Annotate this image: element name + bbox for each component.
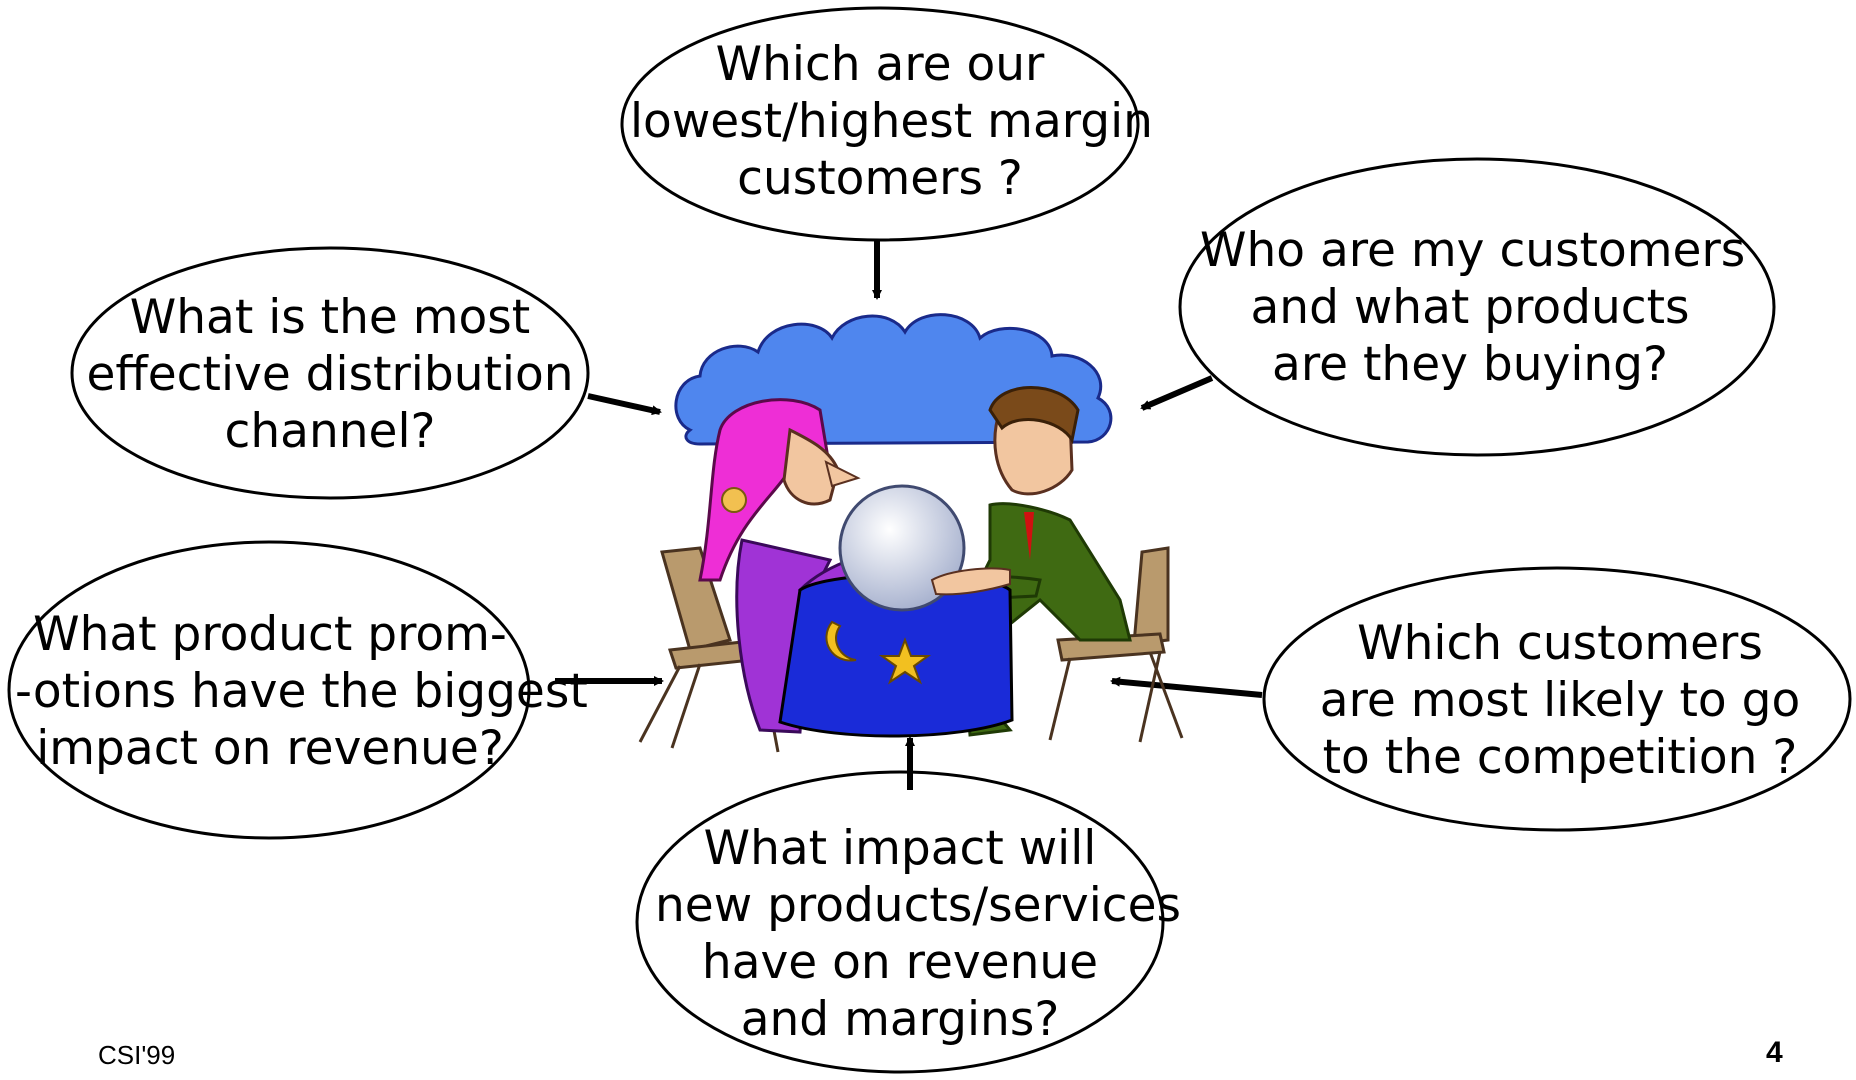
arrow-lower-right — [1110, 676, 1263, 698]
arrow-upper-right — [1140, 375, 1214, 411]
bubble-upper-right — [1178, 157, 1776, 457]
question-lower-right: Which customers are most likely to go to… — [1300, 615, 1820, 786]
fortune-teller-illustration — [638, 313, 1184, 753]
question-top-line-3: customers ? — [737, 151, 1023, 206]
page-number: 4 — [1766, 1036, 1783, 1069]
question-upper-right-line-1: Who are my customers — [1200, 223, 1746, 278]
bubble-bottom — [635, 770, 1165, 1074]
question-upper-right: Who are my customers and what products a… — [1200, 222, 1746, 393]
question-upper-left-line-2: effective distribution — [86, 347, 574, 402]
footer-source: CSI'99 — [98, 1040, 176, 1070]
question-lower-right-line-2: are most likely to go — [1319, 673, 1801, 728]
question-lower-right-line-1: Which customers — [1357, 616, 1763, 671]
question-lower-left-line-3: impact on revenue? — [36, 721, 504, 776]
bubble-lower-right — [1262, 566, 1852, 832]
man-figure — [928, 386, 1132, 737]
arrow-upper-left — [587, 393, 662, 416]
question-top-line-2: lowest/highest margin — [630, 94, 1153, 149]
question-bottom: What impact will new products/services h… — [655, 820, 1182, 1048]
question-bottom-line-2: new products/services — [655, 878, 1182, 933]
question-bottom-line-3: have on revenue — [701, 935, 1099, 990]
bubble-lower-left — [7, 540, 531, 840]
star-icon — [878, 637, 932, 685]
question-lower-left: What product prom- -otions have the bigg… — [15, 606, 588, 777]
question-lower-left-line-1: What product prom- — [33, 607, 507, 662]
bubble-upper-left — [70, 246, 590, 500]
question-upper-left: What is the most effective distribution … — [85, 289, 575, 460]
question-upper-left-line-3: channel? — [224, 404, 436, 459]
question-upper-left-line-1: What is the most — [129, 290, 531, 345]
question-upper-right-line-2: and what products — [1250, 280, 1690, 335]
question-lower-right-line-3: to the competition ? — [1322, 730, 1798, 785]
question-bottom-line-1: What impact will — [703, 821, 1097, 876]
question-lower-left-line-2: -otions have the biggest — [15, 664, 588, 719]
question-top: Which are our lowest/highest margin cust… — [630, 36, 1153, 207]
moon-icon — [825, 620, 857, 662]
question-bottom-line-4: and margins? — [740, 992, 1060, 1047]
question-top-line-1: Which are our — [715, 37, 1045, 92]
question-upper-right-line-3: are they buying? — [1272, 337, 1668, 392]
